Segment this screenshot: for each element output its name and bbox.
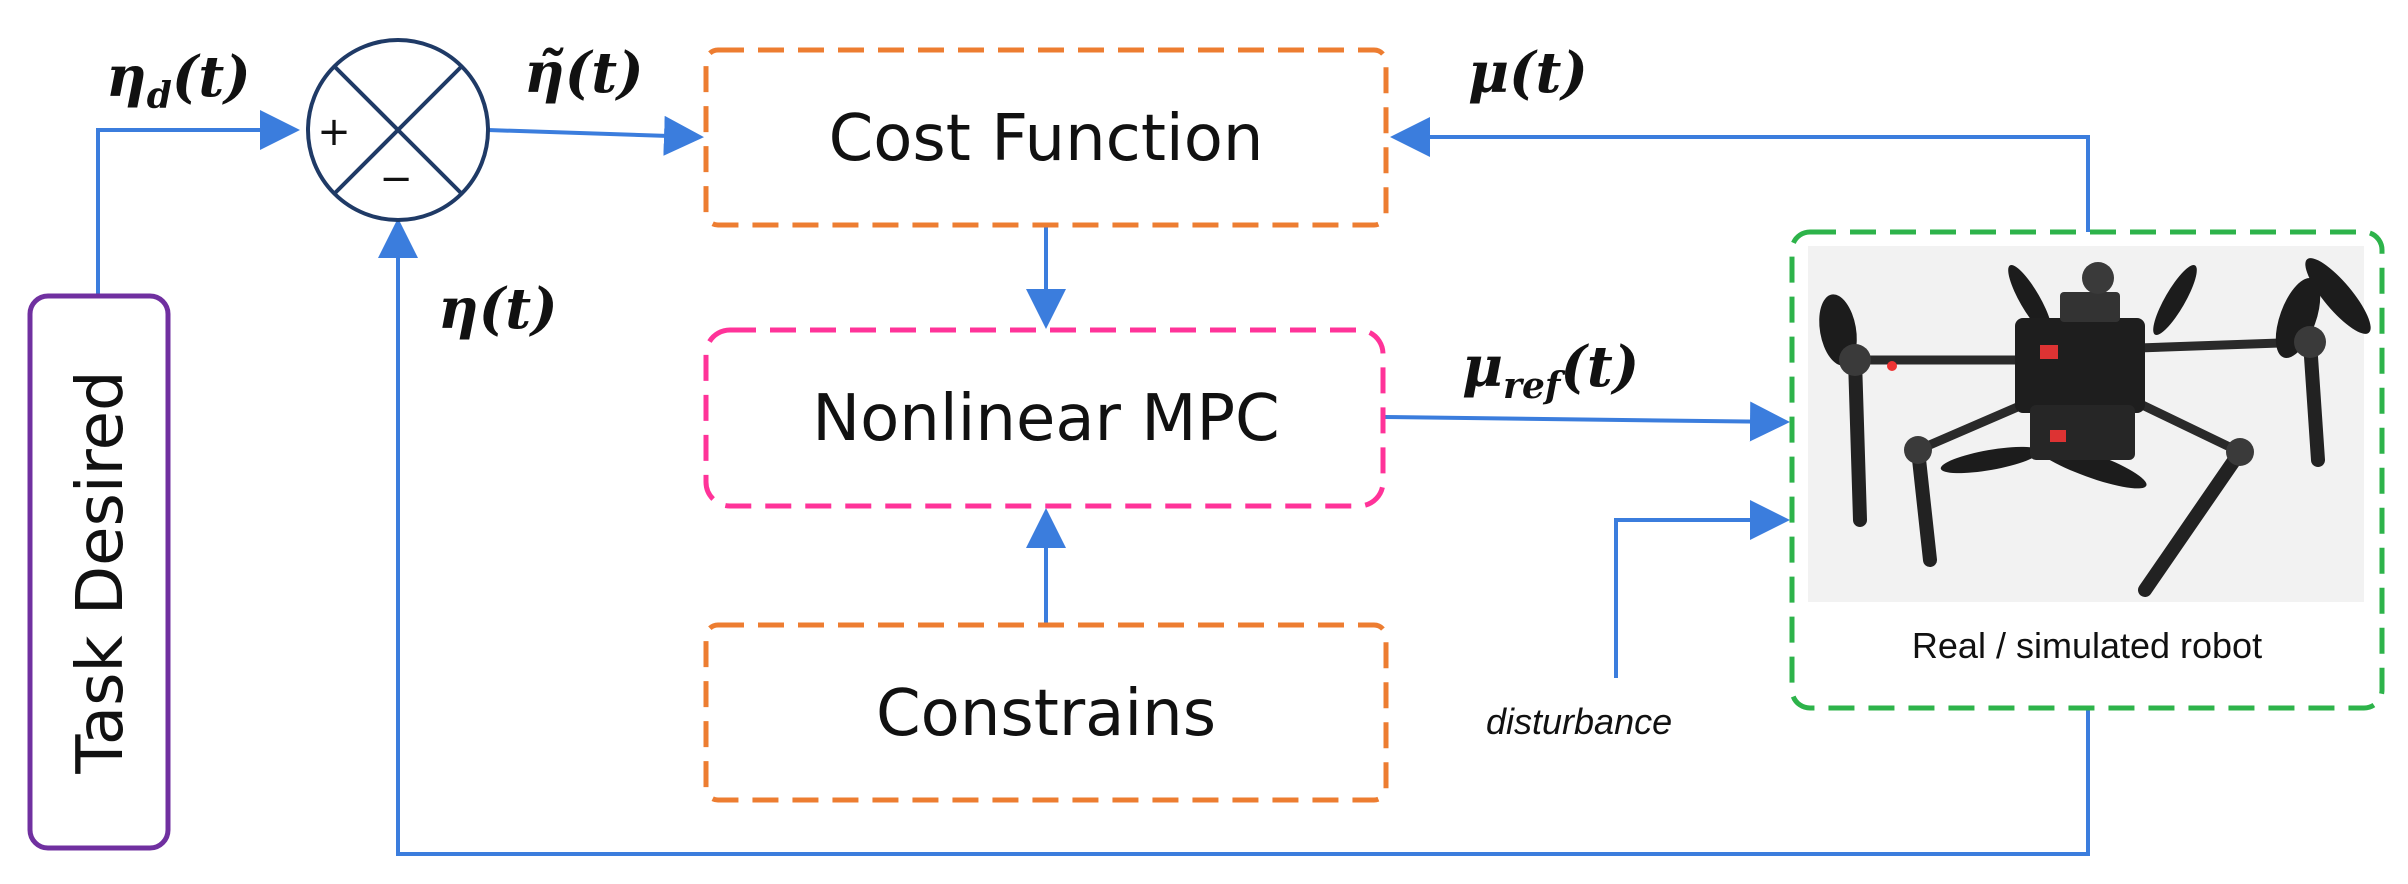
task-desired-label: Task Desired <box>64 370 138 774</box>
mu-ref-label: μref(t) <box>1462 334 1639 407</box>
robot-label: Real / simulated robot <box>1912 625 2262 666</box>
sum-minus-sign: − <box>379 156 413 202</box>
disturbance-label: disturbance <box>1486 701 1672 742</box>
task-desired-block: Task Desired <box>27 293 171 851</box>
summing-junction: + − <box>306 38 490 222</box>
mpc-to-robot-arrow <box>1384 401 1790 442</box>
eta-label: η(t) <box>438 276 558 342</box>
task-to-sum-arrow <box>96 110 300 295</box>
eta-tilde-label: η̃(t) <box>524 40 644 106</box>
robot-block: Real / simulated robot <box>1789 229 2385 711</box>
constraints-label: Constrains <box>876 677 1216 751</box>
sum-to-cost-arrow <box>487 115 704 156</box>
nonlinear-mpc-block: Nonlinear MPC <box>703 327 1386 509</box>
sum-plus-sign: + <box>317 109 351 155</box>
nonlinear-mpc-label: Nonlinear MPC <box>812 382 1279 456</box>
mu-label: μ(t) <box>1468 40 1588 106</box>
cost-function-block: Cost Function <box>703 47 1389 228</box>
drone-image <box>1808 246 2371 602</box>
eta-feedback-arrow <box>378 218 2090 856</box>
eta-d-label: ηd(t) <box>106 44 251 117</box>
disturbance-arrow <box>1614 500 1790 678</box>
constraints-block: Constrains <box>703 622 1389 803</box>
cost-function-label: Cost Function <box>829 102 1264 176</box>
robot-to-cost-arrow <box>1390 117 2090 232</box>
